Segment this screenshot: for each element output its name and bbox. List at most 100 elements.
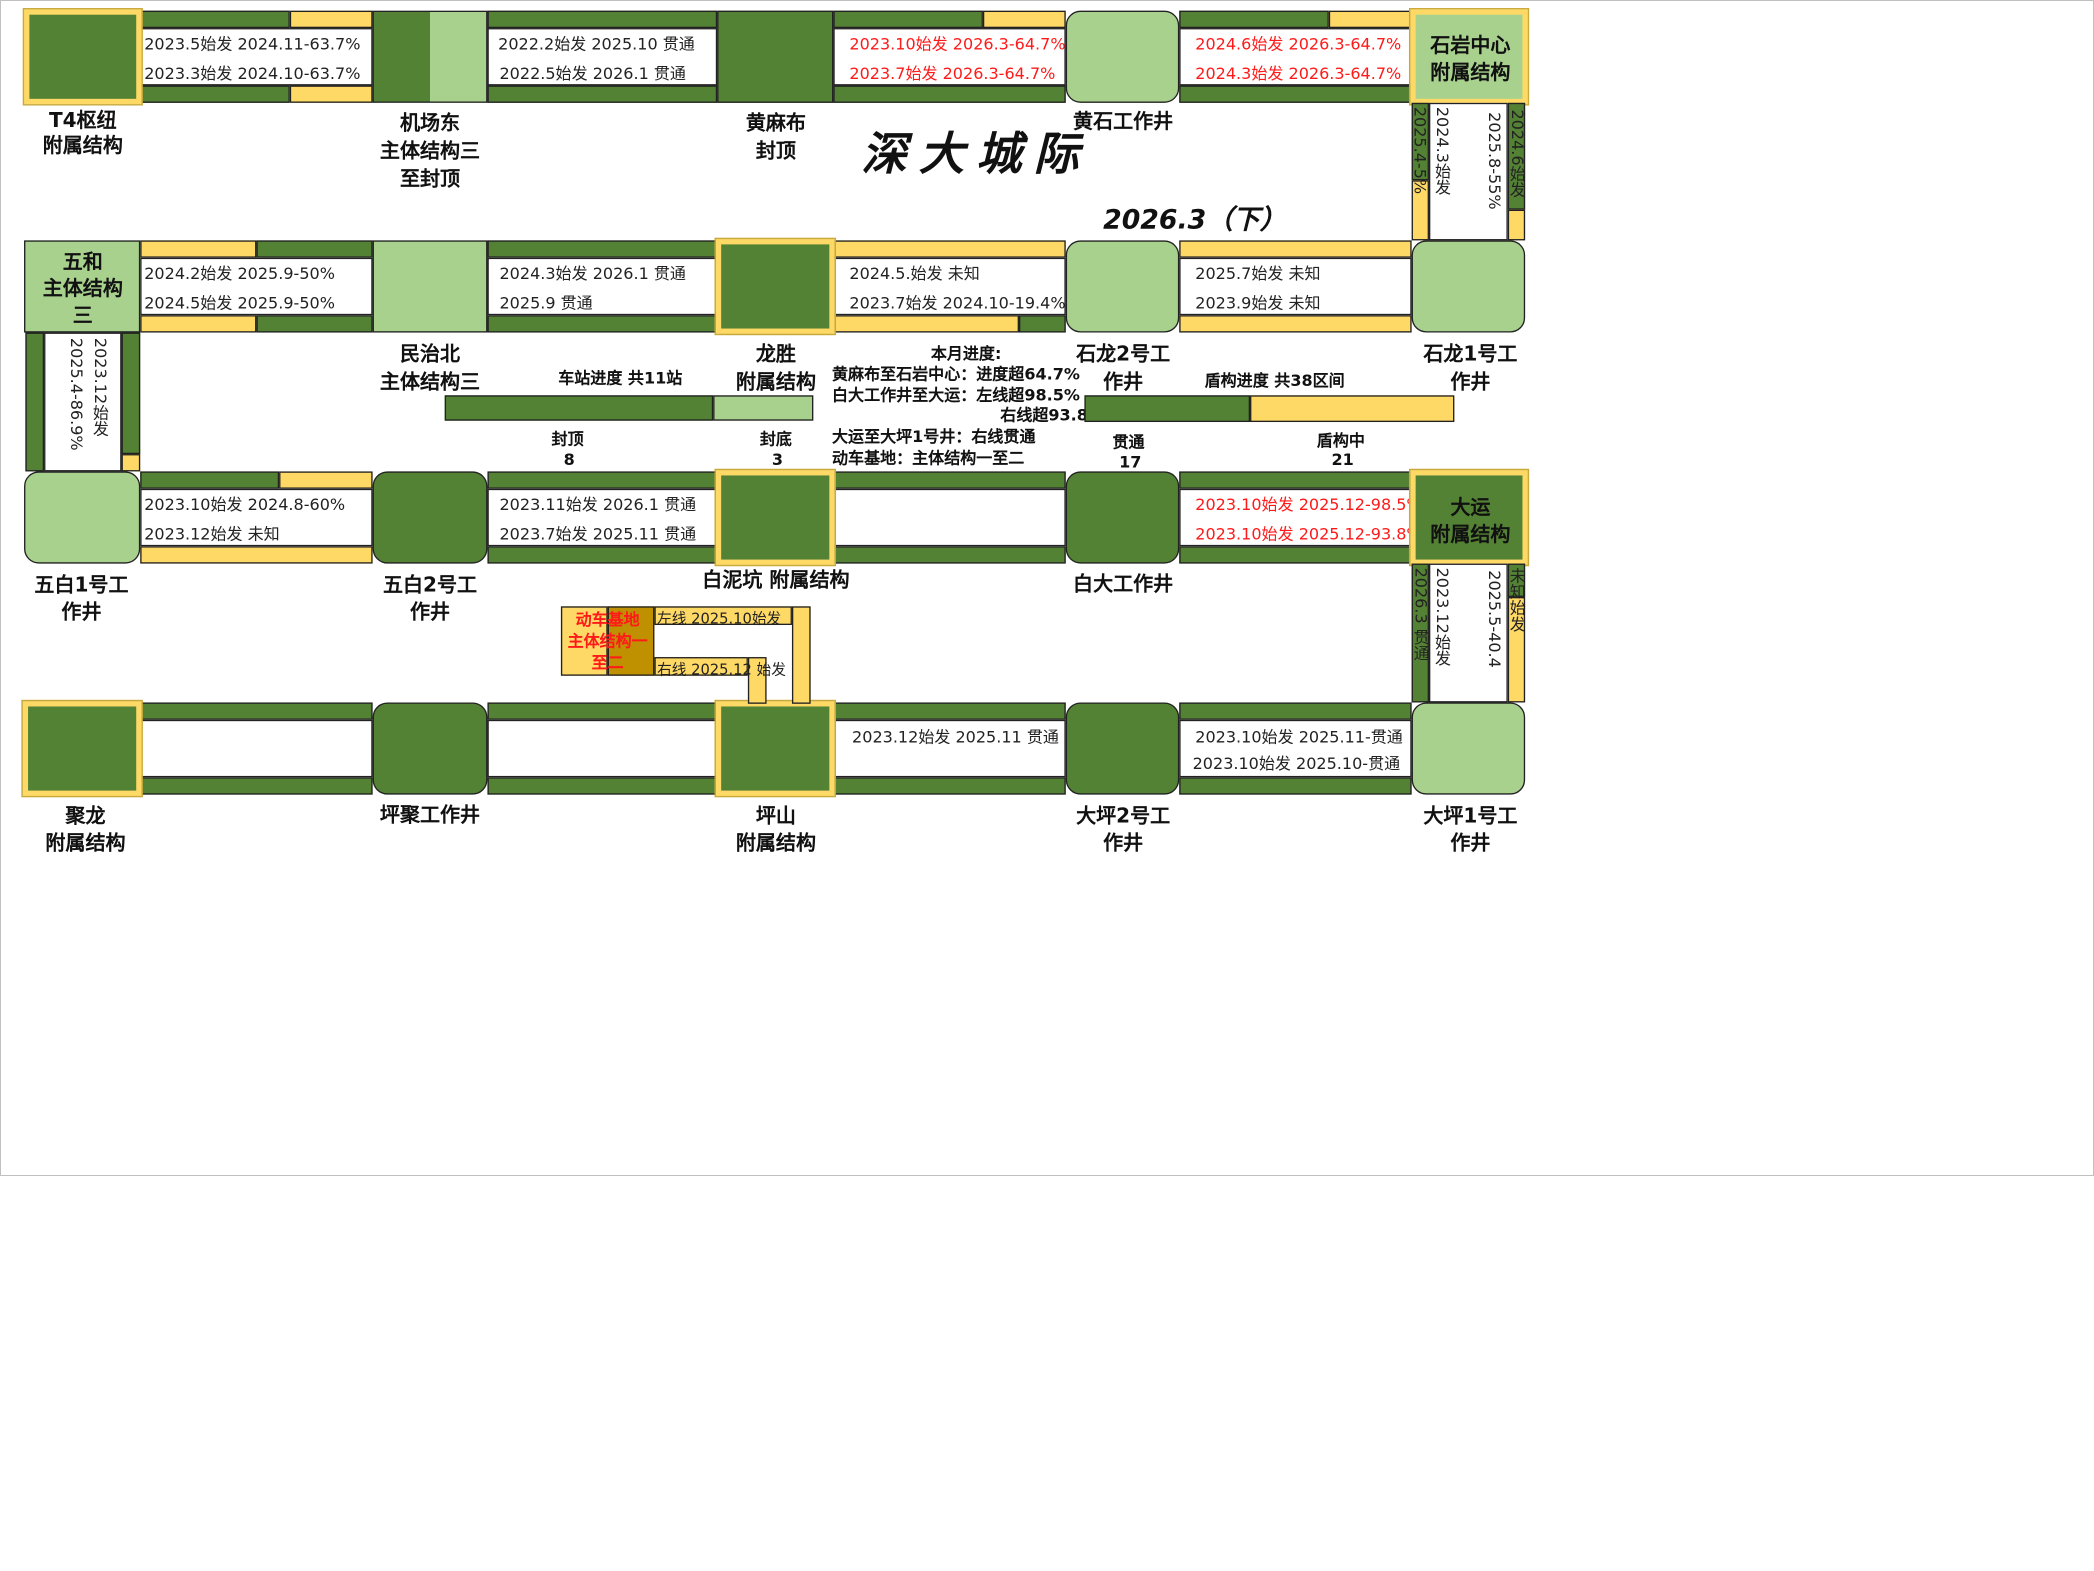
through-value: 17: [1119, 452, 1142, 472]
segment-right-line: 2023.10始发 2025.12-93.8%: [1195, 524, 1422, 544]
shaft-sl1[interactable]: [1411, 240, 1526, 333]
segment-line: 2025.5-40.4: [1485, 570, 1504, 668]
segment-box: [1428, 102, 1508, 241]
tunnel-track: [1411, 563, 1429, 703]
segment-box: [140, 28, 373, 86]
label-t4: T4枢纽 附属结构: [42, 108, 123, 158]
shield-value: 21: [1331, 450, 1354, 469]
depot-body-right: [607, 606, 655, 676]
shield-progress-bar: [1249, 395, 1455, 423]
station-sealed-bar: [444, 395, 713, 421]
tunnel-track: [140, 85, 290, 103]
tunnel-track: [1179, 546, 1412, 564]
label-ls: 龙胜 附属结构: [735, 341, 816, 394]
depot-right-text: 右线 2025.12 始发: [657, 661, 786, 679]
segment-left-line: 2024.3始发 2026.1 贯通: [499, 264, 686, 284]
progress-fill: [279, 471, 373, 489]
tunnel-track: [140, 10, 290, 29]
station-base-bar: [712, 395, 814, 421]
label-dp1: 大坪1号工 作井: [1423, 803, 1518, 855]
segment-right-line: 2023.7始发 2026.3-64.7%: [849, 64, 1056, 83]
tunnel-track: [487, 10, 718, 29]
tunnel-track: [487, 546, 718, 564]
progress-fill: [1411, 180, 1429, 241]
segment-line: 2025.4-5%: [1410, 106, 1429, 195]
station-hmb[interactable]: [717, 10, 834, 103]
station-progress-title: 车站进度 共11站: [558, 368, 683, 388]
station-wh[interactable]: [24, 240, 141, 333]
segment-right-line: 2023.3始发 2024.10-63.7%: [144, 64, 361, 83]
shield-progress-title: 盾构进度 共38区间: [1204, 371, 1345, 390]
shaft-dp1[interactable]: [1411, 702, 1526, 795]
label-ps: 坪山 附属结构: [735, 803, 816, 855]
segment-left-line: 2023.10始发 2024.8-60%: [144, 495, 346, 515]
segment-line: 2023.12始发 2025.11 贯通: [852, 727, 1059, 747]
shaft-wb1[interactable]: [24, 471, 141, 564]
shield-label: 盾构中: [1316, 431, 1365, 451]
monthly-line: 动车基地：主体结构一至二: [832, 448, 1025, 468]
sealed-value: 8: [563, 450, 575, 469]
shaft-bd[interactable]: [1065, 471, 1180, 564]
segment-right-line: 2024.3始发 2026.3-64.7%: [1195, 64, 1402, 83]
label-bnk: 白泥坑 附属结构: [702, 567, 850, 592]
label-wb2: 五白2号工 作井: [382, 572, 478, 624]
shaft-wb2[interactable]: [372, 471, 488, 564]
tunnel-track: [1018, 315, 1066, 333]
segment-box: [833, 257, 1066, 316]
station-ls[interactable]: [714, 237, 837, 336]
label-syzx: 石岩中心 附属结构: [1430, 33, 1511, 85]
depot-right-link: [747, 657, 767, 704]
station-mzb[interactable]: [372, 240, 488, 333]
tunnel-track: [833, 702, 1066, 720]
tunnel-track: [487, 777, 718, 795]
monthly-line: 黄麻布至石岩中心：进度超64.7%: [832, 364, 1080, 384]
label-sl1: 石龙1号工 作井: [1423, 341, 1518, 394]
segment-left-line: 2023.5始发 2024.11-63.7%: [144, 34, 361, 54]
segment-right-line: 2023.9始发 未知: [1195, 293, 1321, 313]
depot-right-track: [654, 657, 748, 676]
tunnel-track: [1179, 85, 1412, 103]
segment-box: [140, 488, 373, 547]
shaft-sl2[interactable]: [1065, 240, 1180, 333]
label-hs: 黄石工作井: [1073, 109, 1174, 134]
segment-line: 2025.4-86.9%: [66, 337, 86, 451]
station-bnk[interactable]: [714, 468, 837, 567]
progress-fill: [1507, 596, 1526, 703]
segment-line: 2023.12始发: [90, 337, 110, 437]
segment-line: 2025.8-55%: [1485, 112, 1504, 210]
segment-box: [487, 28, 718, 86]
station-jcd[interactable]: [372, 10, 488, 103]
station-syzx[interactable]: [1408, 8, 1530, 106]
progress-fill: [1179, 315, 1412, 333]
label-bd: 白大工作井: [1073, 571, 1174, 596]
tunnel-track: [256, 240, 373, 258]
shaft-dp2[interactable]: [1065, 702, 1180, 795]
progress-fill: [982, 10, 1066, 29]
station-ps[interactable]: [714, 699, 837, 798]
base-value: 3: [771, 450, 784, 469]
sealed-label: 封顶: [551, 430, 584, 449]
label-mzb: 民治北 主体结构三: [379, 341, 481, 394]
station-t4[interactable]: [22, 8, 143, 106]
monthly-line: 大运至大坪1号井：右线贯通: [832, 427, 1036, 447]
tunnel-track: [833, 546, 1066, 564]
station-dy[interactable]: [1408, 468, 1530, 567]
shaft-hs[interactable]: [1065, 10, 1180, 103]
base-label: 封底: [759, 430, 792, 449]
tunnel-track: [1179, 10, 1329, 29]
segment-left-line: 2024.6始发 2026.3-64.7%: [1195, 34, 1402, 54]
tunnel-track: [25, 332, 45, 472]
station-jl[interactable]: [21, 699, 143, 798]
shaft-pj[interactable]: [372, 702, 488, 795]
label-sl2: 石龙2号工 作井: [1076, 341, 1171, 394]
segment-line: 未知始发: [1507, 567, 1527, 632]
segment-box: [44, 332, 122, 472]
segment-box: [833, 488, 1066, 547]
tunnel-track: [833, 85, 1066, 103]
tunnel-track: [833, 471, 1066, 489]
segment-box: [1428, 563, 1508, 703]
segment-box: [487, 257, 718, 316]
tunnel-track: [140, 471, 280, 489]
tunnel-track: [1507, 102, 1526, 210]
segment-left-line: 2025.7始发 未知: [1195, 264, 1321, 284]
